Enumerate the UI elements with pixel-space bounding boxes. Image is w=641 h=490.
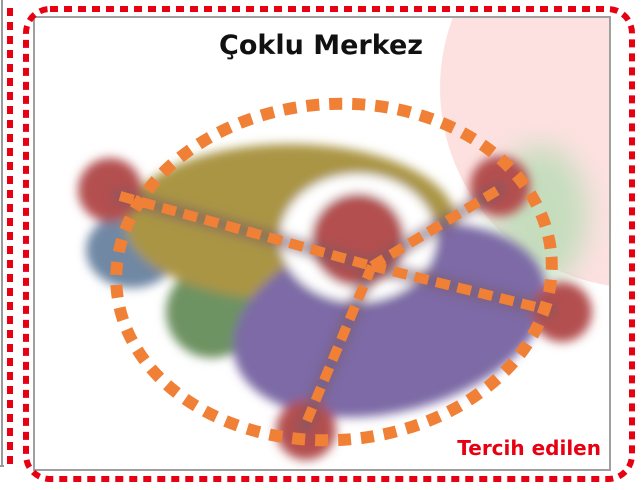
link-upper-right bbox=[369, 185, 501, 271]
link-right bbox=[370, 261, 550, 315]
preferred-label: Tercih edilen bbox=[453, 436, 605, 462]
node-upper-left bbox=[78, 158, 142, 222]
diagram-title: Çoklu Merkez bbox=[219, 30, 423, 61]
node-right bbox=[532, 282, 592, 342]
link-bottom bbox=[299, 264, 377, 430]
network-boundary bbox=[110, 97, 558, 447]
zones bbox=[78, 144, 592, 460]
connections bbox=[118, 185, 550, 430]
preferred-frame bbox=[23, 6, 635, 482]
